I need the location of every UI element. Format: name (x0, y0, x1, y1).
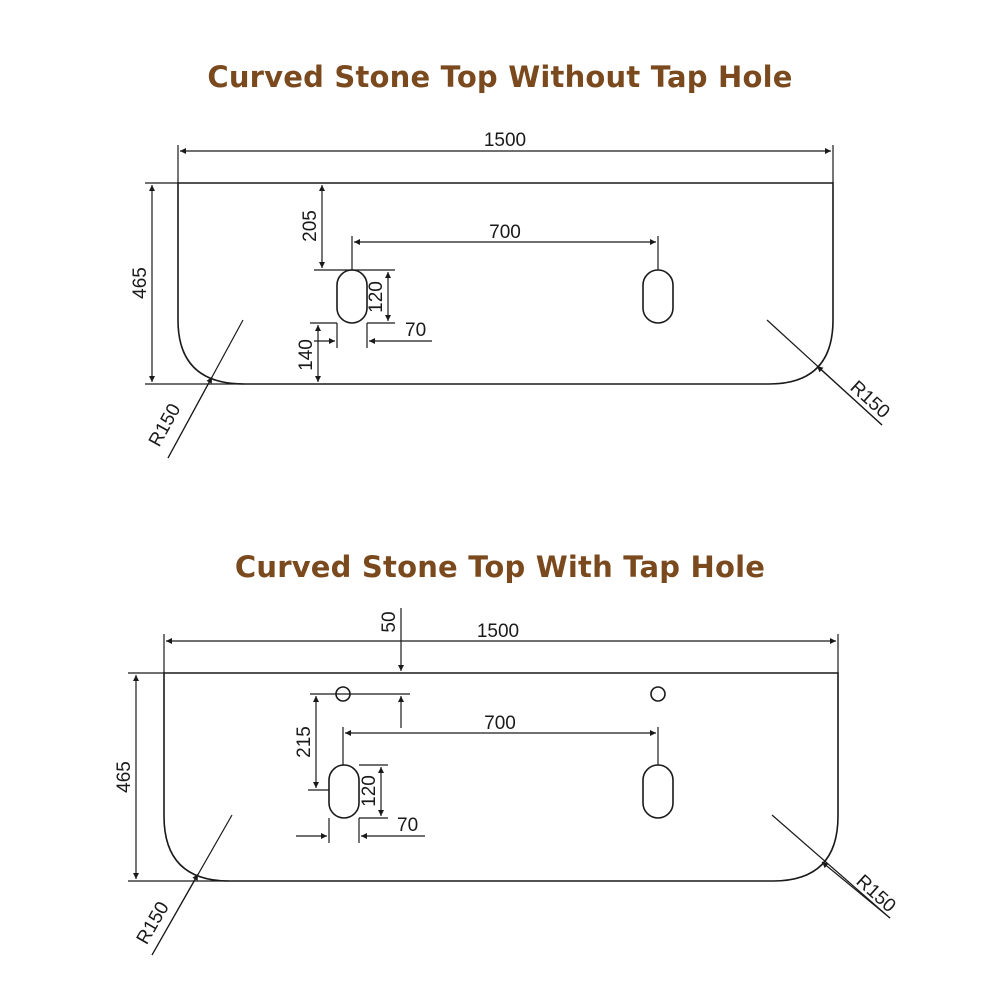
dimension-label-basin-spacing: 700 (484, 713, 516, 734)
drawing-title-without-tap-hole: Curved Stone Top Without Tap Hole (207, 60, 793, 94)
drawing-title-with-tap-hole: Curved Stone Top With Tap Hole (234, 550, 766, 584)
drawing-without-tap-hole: 1500 465 205 700 120 (130, 130, 894, 459)
dimension-basin-length: 120 (359, 764, 388, 819)
dimension-depth: 465 (114, 672, 229, 882)
dimension-label-back-offset: 140 (296, 339, 317, 371)
dimension-basin-length: 120 (366, 272, 395, 324)
radius-label-left: R150 (145, 400, 185, 450)
radius-callout-left: R150 (133, 814, 233, 956)
radius-callout-right: R150 (766, 319, 894, 426)
dimension-label-tap-to-basin: 215 (294, 726, 315, 758)
basin-waste-right (642, 269, 674, 324)
dimension-width: 1500 (177, 130, 834, 183)
basin-waste-left (328, 764, 360, 819)
dimension-tap-offset: 50 (310, 608, 410, 728)
dimension-label-width: 1500 (477, 621, 519, 642)
dimension-tap-to-basin: 215 (294, 696, 329, 791)
dimension-label-basin-spacing: 700 (489, 222, 521, 243)
dimension-back-offset: 140 (296, 322, 337, 382)
dimension-label-basin-length: 120 (366, 281, 387, 313)
radius-label-left: R150 (133, 898, 174, 948)
dimension-basin-width: 70 (296, 815, 425, 843)
drawing-with-tap-hole: 1500 465 50 700 215 (114, 608, 900, 956)
radius-label-right: R150 (846, 377, 894, 423)
radius-callout-left: R150 (145, 319, 244, 459)
dimension-label-basin-length: 120 (359, 775, 380, 807)
tap-hole-right (650, 686, 666, 702)
radius-callout-right: R150 (771, 814, 900, 919)
dimension-width: 1500 (163, 621, 839, 673)
dimension-label-depth: 465 (130, 267, 151, 299)
dimension-label-depth: 465 (114, 761, 135, 793)
dimension-label-front-offset: 205 (300, 210, 321, 242)
stone-top-outline (177, 182, 834, 385)
dimension-front-offset: 205 (300, 185, 395, 271)
stone-top-outline (163, 672, 839, 882)
dimension-label-basin-width: 70 (405, 320, 426, 341)
basin-waste-left (336, 269, 368, 324)
dimension-label-tap-offset: 50 (379, 611, 400, 632)
radius-label-right: R150 (852, 871, 900, 917)
dimension-depth: 465 (130, 182, 244, 385)
dimension-basin-width: 70 (314, 320, 432, 348)
dimension-basin-spacing: 700 (342, 713, 659, 765)
basin-waste-right (642, 764, 674, 819)
dimension-label-basin-width: 70 (397, 815, 418, 836)
dimension-basin-spacing: 700 (351, 222, 659, 270)
dimension-label-width: 1500 (484, 130, 526, 151)
